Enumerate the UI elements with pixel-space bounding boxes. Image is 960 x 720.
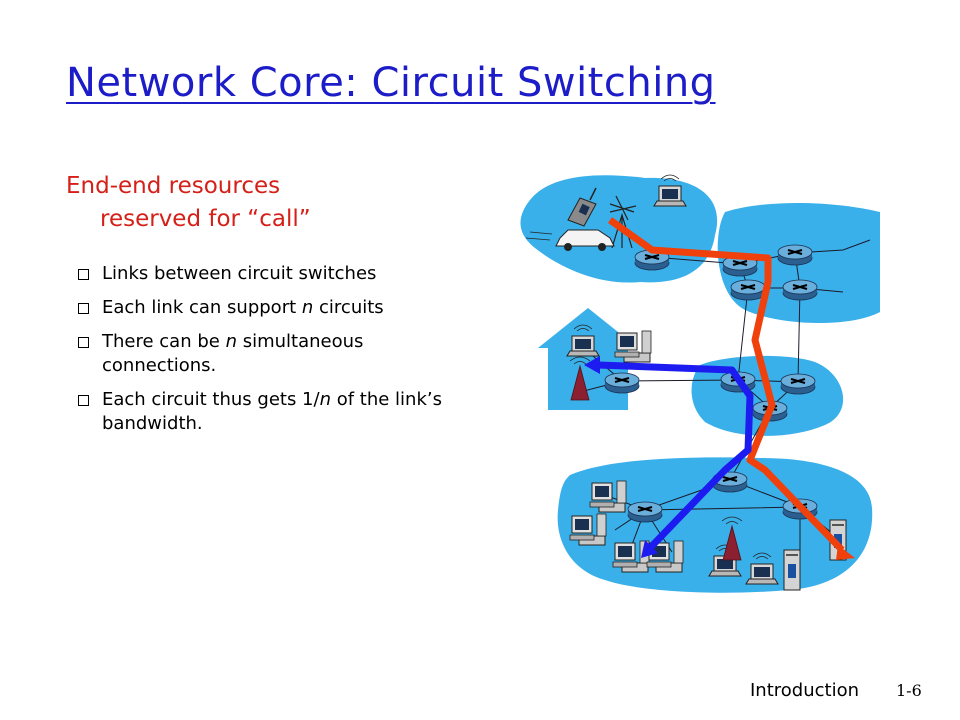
square-bullet-icon [78,303,89,314]
slide-title: Network Core: Circuit Switching [66,60,716,106]
bullet-item: There can be n simultaneous connections. [78,330,448,378]
blue-circuit-path [597,361,754,551]
intro-line-1: End-end resources [66,173,281,199]
bullet-item: Each link can support n circuits [78,296,448,320]
footer-page-number: 1-6 [896,681,922,700]
footer-section: Introduction [750,680,860,701]
intro-line-2: reserved for “call” [100,206,311,232]
car-icon [525,229,615,251]
square-bullet-icon [78,337,89,348]
square-bullet-icon [78,269,89,280]
desktop-pc-icon [589,480,627,513]
blue-circuit-arrowhead-home [584,356,600,374]
red-circuit-path [607,217,845,553]
desktop-pc-icon [614,330,652,363]
desktop-pc-icon [569,513,607,546]
router-icon [780,373,816,395]
blue-circuit-arrowhead-host [641,540,658,558]
bullet-item: Links between circuit switches [78,262,448,286]
intro-text: End-end resources reserved for “call” [66,170,396,236]
router-icon [730,279,766,301]
square-bullet-icon [78,395,89,406]
server-icon [783,549,801,591]
network-diagram [520,174,880,593]
mobile-phone-icon [567,187,597,227]
router-icon [777,244,813,266]
router-icon [627,501,663,523]
red-circuit-arrowhead [836,545,855,560]
router-icon [604,372,640,394]
bullet-list: Links between circuit switches Each link… [78,262,448,446]
router-icon [782,279,818,301]
bullet-item: Each circuit thus gets 1/n of the link’s… [78,388,448,436]
